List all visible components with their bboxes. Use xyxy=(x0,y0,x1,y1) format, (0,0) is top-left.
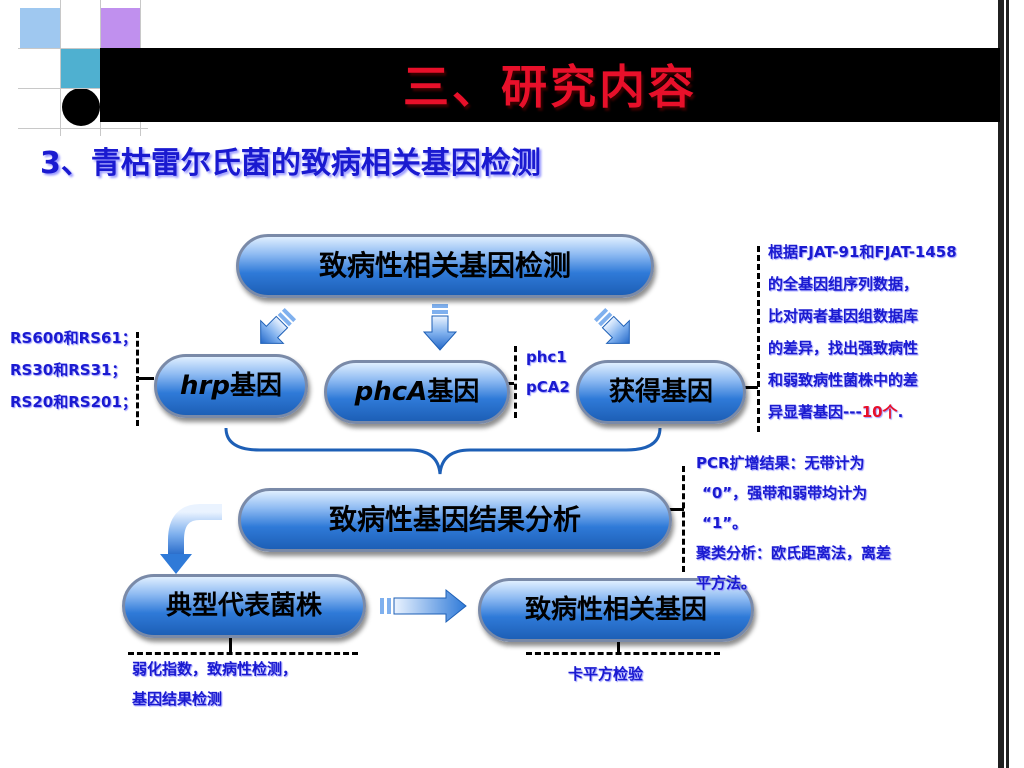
phca-gene-box: phcA基因 xyxy=(324,360,510,424)
hrp-strain-note: RS600和RS61； RS30和RS31； RS20和RS201； xyxy=(10,322,137,418)
note-line: 弱化指数，致病性检测， xyxy=(132,660,298,678)
typical-strain-note: 弱化指数，致病性检测， 基因结果检测 xyxy=(132,654,297,714)
pathogenic-related-gene-box: 致病性相关基因 xyxy=(478,578,754,642)
note-line: “0”，强带和弱带均计为 xyxy=(702,484,868,502)
phc-note: phc1 pCA2 xyxy=(526,342,570,402)
note-line: “1”。 xyxy=(702,514,748,532)
arrow-down-icon xyxy=(422,304,458,351)
gene-count-highlight: 10个 xyxy=(861,403,898,421)
right-border-bar xyxy=(998,0,1004,768)
note-text: . xyxy=(897,403,904,421)
curved-arrow-icon xyxy=(168,504,222,556)
title-bar xyxy=(100,48,1000,122)
note-line: 聚类分析：欧氏距离法，离差 xyxy=(696,544,892,562)
note-line: 和弱致病性菌株中的差 xyxy=(768,371,919,389)
arrow-right-icon xyxy=(380,588,467,624)
hrp-note-bracket xyxy=(136,332,139,426)
obtain-gene-box: 获得基因 xyxy=(576,360,746,424)
note-line: phc1 xyxy=(526,348,567,366)
note-line: 比对两者基因组数据库 xyxy=(768,307,919,325)
hrp-gene-name: hrp xyxy=(180,371,230,401)
deco-black-circle xyxy=(62,88,100,126)
pcr-cluster-note: PCR扩增结果：无带计为 “0”，强带和弱带均计为 “1”。 聚类分析：欧氏距离… xyxy=(696,448,891,598)
phca-gene-suffix: 基因 xyxy=(427,377,480,407)
note-line: 的全基因组序列数据， xyxy=(768,275,919,293)
typical-strain-box: 典型代表菌株 xyxy=(122,574,366,638)
slide-title: 三、研究内容 xyxy=(403,60,697,114)
arrow-down-right-icon xyxy=(593,307,630,344)
brace-connector xyxy=(224,427,662,475)
chi-square-note: 卡平方检验 xyxy=(568,665,644,683)
typical-note-bracket xyxy=(128,652,358,655)
related-note-bracket xyxy=(526,652,720,655)
note-line: PCR扩增结果：无带计为 xyxy=(696,454,865,472)
genome-note-bracket xyxy=(757,246,760,432)
note-line: RS600和RS61； xyxy=(10,329,137,347)
arrow-down-left-icon xyxy=(260,307,297,344)
section-subtitle: 3、青枯雷尔氏菌的致病相关基因检测 xyxy=(40,146,541,181)
pathogenic-gene-detection-box: 致病性相关基因检测 xyxy=(236,234,654,298)
note-line: 根据FJAT-91和FJAT-1458 xyxy=(768,243,957,261)
right-border-bar-thin xyxy=(1006,0,1009,768)
note-line: 基因结果检测 xyxy=(132,690,223,708)
hrp-gene-suffix: 基因 xyxy=(229,371,282,401)
genome-comparison-note: 根据FJAT-91和FJAT-1458 的全基因组序列数据， 比对两者基因组数据… xyxy=(768,236,957,428)
deco-square-purple xyxy=(100,8,140,48)
pcr-note-bracket xyxy=(682,466,685,572)
note-text: 异显著基因--- xyxy=(768,403,862,421)
note-line: 的差异，找出强致病性 xyxy=(768,339,919,357)
note-line: pCA2 xyxy=(526,378,570,396)
pathogenic-result-analysis-box: 致病性基因结果分析 xyxy=(238,488,672,552)
deco-square-teal xyxy=(60,48,100,88)
phca-gene-name: phcA xyxy=(354,377,428,407)
note-line-last: 异显著基因---10个. xyxy=(768,396,957,428)
phc-note-bracket xyxy=(514,346,517,418)
deco-square-lightblue xyxy=(20,8,60,48)
note-line: RS20和RS201； xyxy=(10,393,137,411)
hrp-gene-box: hrp基因 xyxy=(154,354,308,418)
note-line: RS30和RS31； xyxy=(10,361,127,379)
note-line: 平方法。 xyxy=(696,574,757,592)
